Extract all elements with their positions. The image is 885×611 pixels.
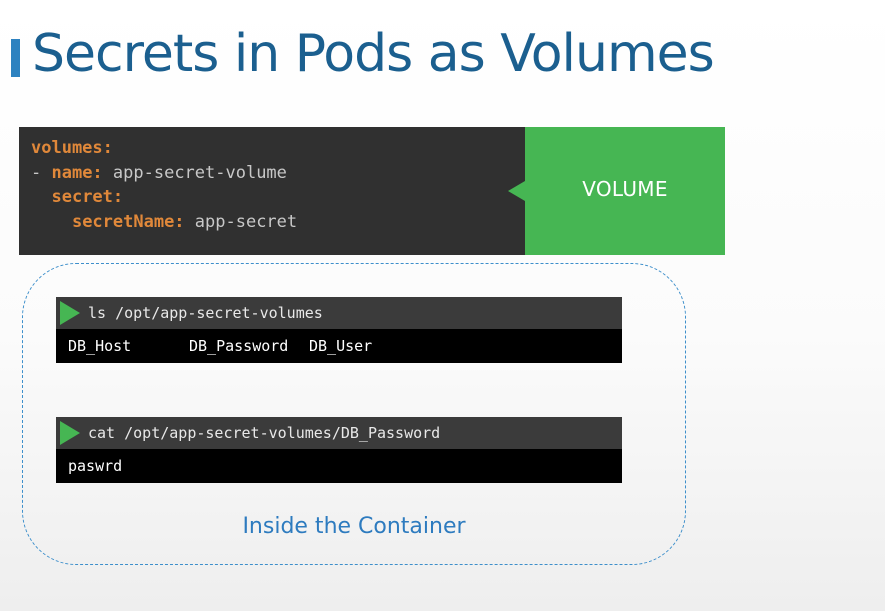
yaml-key-secret: secret: bbox=[51, 187, 124, 207]
output-secret-value: paswrd bbox=[68, 457, 123, 475]
yaml-list-dash: - bbox=[31, 162, 52, 183]
yaml-value-name: app-secret-volume bbox=[102, 162, 287, 183]
output-file-db-user: DB_User bbox=[309, 337, 373, 355]
yaml-key-volumes: volumes: bbox=[31, 138, 113, 158]
volume-box: VOLUME bbox=[525, 127, 725, 255]
yaml-code-block: volumes: - name: app-secret-volume secre… bbox=[19, 127, 525, 255]
terminal-cat: cat /opt/app-secret-volumes/DB_Password … bbox=[56, 417, 622, 483]
terminal-ls: ls /opt/app-secret-volumes DB_Host DB_Pas… bbox=[56, 297, 622, 363]
play-icon bbox=[60, 421, 80, 445]
title-accent-bar bbox=[11, 39, 20, 77]
output-file-db-host: DB_Host bbox=[68, 337, 132, 355]
volume-label: VOLUME bbox=[582, 177, 668, 201]
output-file-db-password: DB_Password bbox=[189, 337, 289, 355]
terminal-command-bar: cat /opt/app-secret-volumes/DB_Password bbox=[56, 417, 622, 449]
yaml-key-secretname: secretName: bbox=[71, 211, 185, 232]
terminal-command: ls /opt/app-secret-volumes bbox=[88, 304, 323, 322]
slide-title: Secrets in Pods as Volumes bbox=[32, 24, 715, 84]
yaml-key-name: name: bbox=[51, 162, 103, 183]
terminal-output: DB_Host DB_Password DB_User bbox=[56, 329, 622, 363]
yaml-value-secretname: app-secret bbox=[184, 211, 298, 232]
yaml-code: volumes: - name: app-secret-volume secre… bbox=[19, 127, 525, 234]
terminal-command: cat /opt/app-secret-volumes/DB_Password bbox=[88, 424, 441, 442]
container-boundary bbox=[22, 263, 686, 565]
play-icon bbox=[60, 301, 80, 325]
volume-pointer-arrow bbox=[508, 181, 525, 201]
terminal-output: paswrd bbox=[56, 449, 622, 483]
container-label: Inside the Container bbox=[242, 514, 466, 539]
terminal-command-bar: ls /opt/app-secret-volumes bbox=[56, 297, 622, 329]
